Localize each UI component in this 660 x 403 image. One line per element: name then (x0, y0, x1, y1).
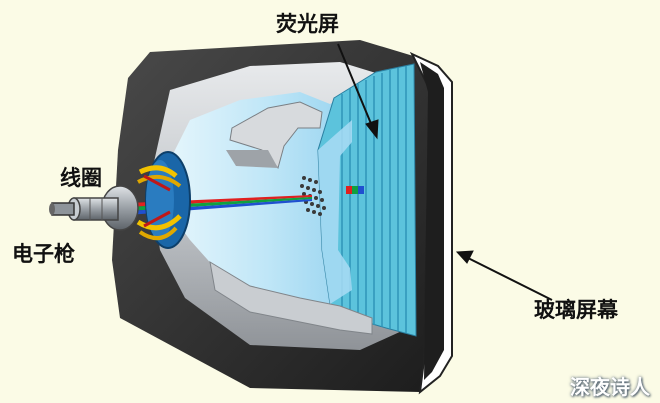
mask-frame (229, 101, 323, 170)
glass-screen-label: 玻璃屏幕 (534, 298, 618, 322)
phosphor-screen-label: 荧光屏 (276, 12, 339, 36)
deflection-coil-label: 线圈 (60, 166, 102, 190)
electron-gun-label: 电子枪 (12, 242, 75, 266)
watermark: 深夜诗人 (570, 375, 650, 399)
electron-gun (49, 185, 139, 231)
rgb-pixel (346, 186, 364, 194)
deflection-coil (136, 151, 191, 249)
shadow-mask-dots (300, 176, 326, 216)
annotation-arrows (337, 43, 553, 301)
